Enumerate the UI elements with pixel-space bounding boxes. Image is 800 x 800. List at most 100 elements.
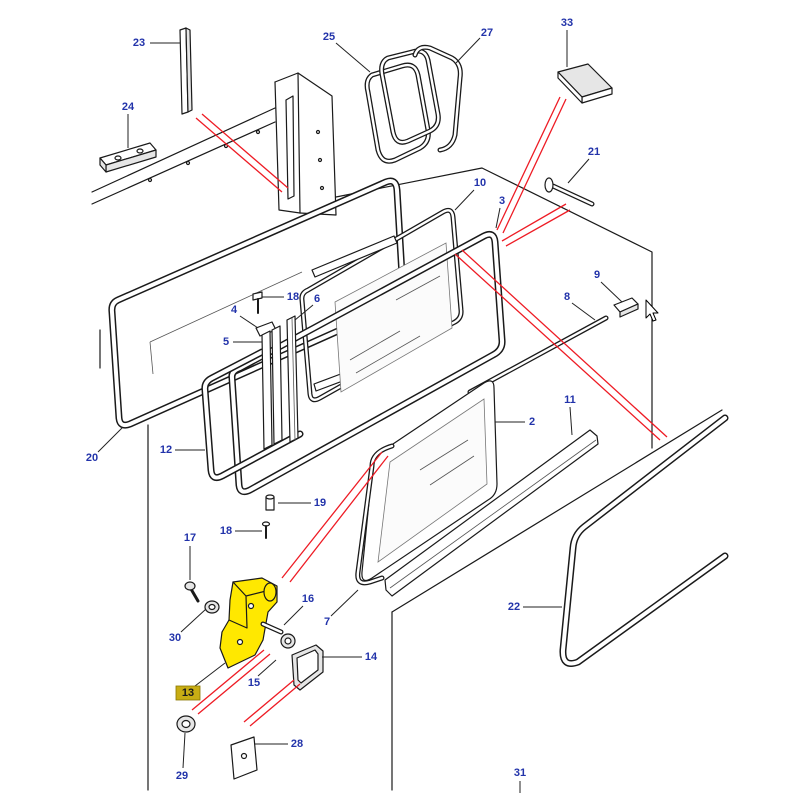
roof-rail-upper-edge: [91, 107, 276, 193]
connector-hinge-29: [191, 649, 271, 715]
part-30-washer: [204, 600, 220, 614]
callout-18-lower: 18: [220, 525, 232, 537]
callout-8: 8: [564, 291, 570, 303]
callout-14: 14: [365, 651, 378, 663]
leader-10: [454, 189, 475, 211]
callout-33: 33: [561, 17, 573, 29]
callout-16: 16: [302, 593, 314, 605]
callout-6: 6: [314, 293, 320, 305]
part-33-pad: [557, 63, 613, 104]
leader-3: [495, 207, 501, 229]
pillar-hole: [319, 185, 325, 191]
connector-2-hinge: [281, 451, 389, 583]
part-11-runner: [384, 429, 599, 597]
part-18-upper-screw: [252, 291, 263, 314]
callout-13-highlight-box: [175, 685, 201, 701]
part-18-lower-screw: [261, 521, 271, 539]
hinge-flap-edge: [228, 581, 271, 629]
callout-18-upper: 18: [287, 291, 299, 303]
screw-head: [252, 291, 263, 301]
hinge-hole: [247, 602, 255, 610]
part-27-rod-inner: [413, 46, 462, 152]
callout-19: 19: [314, 497, 326, 509]
part-25-seal-loop-inner: [365, 63, 430, 163]
part-8-rod-inner: [468, 316, 608, 394]
callout-12: 12: [160, 444, 172, 456]
leader-13: [194, 662, 226, 687]
bush-inner: [284, 637, 292, 645]
pillar-edge: [297, 72, 301, 214]
leader-21: [567, 158, 590, 184]
bar-hole: [136, 148, 144, 154]
leader-29: [182, 732, 186, 769]
door-top-edge: [391, 409, 723, 613]
callout-5: 5: [223, 336, 229, 348]
bar-hole: [114, 155, 122, 161]
part-6-strip: [286, 315, 299, 443]
leader-4: [239, 315, 259, 329]
bolt-shank: [189, 587, 200, 603]
washer-inner: [181, 719, 191, 729]
part-7-seal-inner: [356, 444, 394, 585]
pad-side-left: [557, 71, 583, 104]
callout-29: 29: [176, 770, 188, 782]
part-20-inner-edge: [149, 271, 303, 375]
runner-body: [384, 429, 599, 597]
part-26-seal-loop-inner: [380, 49, 440, 144]
part-10-outline-inner: [300, 209, 463, 401]
callout-31: 31: [514, 767, 526, 779]
cover-face: [296, 649, 319, 684]
hinge-knuckle: [263, 582, 277, 602]
runner-groove: [389, 439, 597, 589]
leader-11: [569, 406, 573, 436]
leader-25: [335, 42, 371, 73]
callout-17: 17: [184, 532, 196, 544]
callout-4: 4: [231, 304, 238, 316]
leader-7: [330, 589, 359, 617]
part-5-strip-b: [271, 325, 283, 445]
callout-15: 15: [248, 677, 260, 689]
part-17-bolt: [184, 581, 200, 603]
bolt-head: [184, 581, 196, 591]
part-3-outline-inner: [229, 232, 505, 494]
part-14-cover: [291, 644, 324, 691]
leader-6: [294, 304, 314, 321]
part-24-bar: [99, 142, 157, 173]
callout-7: 7: [324, 616, 330, 628]
pillar-hole: [315, 129, 321, 135]
pillar-front: [274, 81, 301, 214]
callout-28: 28: [291, 738, 303, 750]
upper-glazing-strip: [311, 235, 398, 278]
part-28-plate: [230, 736, 258, 780]
part-15-bush: [280, 633, 296, 649]
callout-30: 30: [169, 632, 181, 644]
bolt-shank-inner: [551, 184, 594, 206]
callout-11: 11: [564, 394, 576, 406]
callout-21: 21: [588, 146, 600, 158]
part-5-strip-a: [261, 330, 273, 450]
leader-8: [571, 302, 596, 321]
block-side: [619, 303, 639, 318]
roof-rail-lower-edge: [91, 121, 276, 205]
pillar-outer: [274, 72, 337, 216]
callout-22: 22: [508, 601, 520, 613]
part-22-seal: [559, 414, 729, 667]
glass-reflection: [349, 275, 441, 374]
mouse-pointer-icon: [645, 299, 659, 322]
callout-27: 27: [481, 27, 493, 39]
part-23-strip: [179, 27, 193, 115]
part-10-frame: [299, 207, 464, 403]
leader-30: [180, 608, 207, 633]
leader-15: [257, 659, 277, 677]
strip-side: [185, 27, 193, 113]
rail-hole: [185, 160, 191, 166]
connector-21-frame: [501, 203, 571, 247]
callout-23: 23: [133, 37, 145, 49]
part-21-bolt: [544, 177, 595, 207]
part-22-seal-inner: [560, 416, 727, 666]
leader-lines: [97, 30, 623, 793]
part-3-frame: [228, 231, 506, 496]
part-2-sliding-window: [361, 380, 498, 582]
connector-frame-panel: [454, 249, 668, 441]
